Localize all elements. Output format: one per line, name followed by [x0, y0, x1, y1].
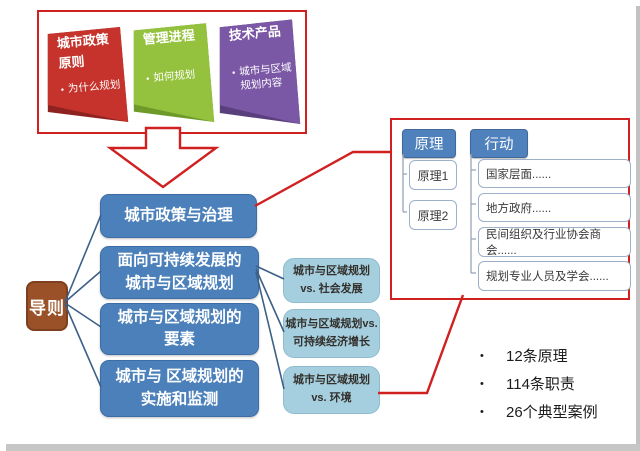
action-item-ngo-associations: 民间组织及行业协会商会...... — [478, 227, 631, 257]
stat-duties: • 114条职责 — [480, 376, 575, 393]
ribbon-face — [219, 19, 301, 124]
ribbon-face — [133, 23, 215, 122]
bullet-icon: • — [60, 84, 65, 96]
bullet-icon: • — [480, 405, 484, 418]
ribbon-technical-product: 技术产品 • 城市与区域 规划内容 — [219, 14, 301, 124]
guideline-label: 导则 — [29, 298, 65, 318]
principle-item-2: 原理2 — [409, 200, 457, 230]
ribbon-title: 城市政策 原则 — [56, 31, 110, 71]
sub-box-fan-lines — [255, 265, 285, 390]
ribbon-management-process: 管理进程 • 如何规划 — [133, 18, 215, 122]
guideline-box: 导则 — [26, 281, 68, 331]
ribbon-urban-policy-principles: 城市政策 原则 • 为什么规划 — [47, 22, 129, 122]
ribbon-face — [47, 27, 129, 122]
main-box-sustainable-planning: 面向可持续发展的 城市与区域规划 — [100, 246, 259, 299]
sub-box-economic-growth: 城市与区域规划vs. 可持续经济增长 — [283, 309, 380, 358]
ribbon-title: 管理进程 — [142, 27, 196, 47]
main-box-urban-policy-governance: 城市政策与治理 — [100, 194, 257, 238]
red-connector-governance-to-frame — [254, 150, 391, 208]
stat-principles: • 12条原理 — [480, 348, 568, 365]
ribbon-title: 技术产品 — [228, 23, 282, 43]
bullet-icon: • — [480, 377, 484, 390]
guideline-fan-lines — [64, 214, 102, 388]
action-item-local-gov: 地方政府...... — [478, 193, 631, 222]
action-item-national: 国家层面...... — [478, 159, 631, 188]
down-arrow-icon — [106, 126, 220, 189]
stats-list: • 12条原理 • 114条职责 • 26个典型案例 — [480, 345, 640, 422]
principles-actions-frame: 原理 行动 原理1 原理2 国家层面...... 地方政府...... 民间组织… — [390, 118, 631, 300]
stat-cases: • 26个典型案例 — [480, 404, 598, 421]
principle-item-1: 原理1 — [409, 160, 457, 190]
action-item-planning-professionals: 规划专业人员及学会...... — [478, 261, 631, 291]
principles-header: 原理 — [402, 129, 456, 158]
page-edge-right — [636, 6, 640, 444]
page-edge-bottom — [6, 444, 640, 451]
policy-banner-frame: 城市政策 原则 • 为什么规划 管理进程 • 如何规划 — [37, 10, 307, 134]
sub-box-environment: 城市与区域规划 vs. 环境 — [283, 366, 380, 414]
red-connector-frame-to-environment — [378, 294, 465, 395]
actions-header: 行动 — [470, 129, 528, 158]
main-box-implementation-monitoring: 城市与 区域规划的 实施和监测 — [100, 360, 259, 417]
bullet-icon: • — [145, 73, 150, 84]
sub-box-social-development: 城市与区域规划 vs. 社会发展 — [283, 258, 380, 303]
bullet-icon: • — [480, 349, 484, 362]
main-box-planning-elements: 城市与区域规划的 要素 — [100, 303, 259, 355]
